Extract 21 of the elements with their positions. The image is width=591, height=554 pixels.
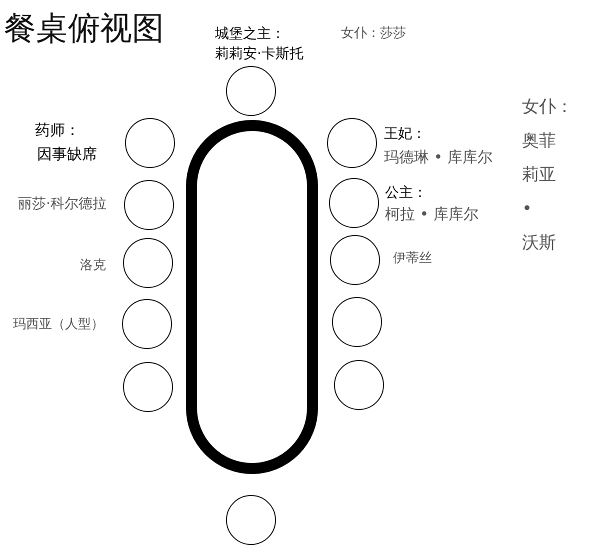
absence-note: 因事缺席	[37, 145, 97, 164]
dining-table	[186, 120, 318, 474]
chair-circle	[226, 495, 276, 545]
guest-name: 伊蒂丝	[393, 251, 432, 268]
guest-name: 奥菲莉亚 • 沃斯	[522, 130, 557, 255]
guest-name: 玛德琳 • 库库尔	[384, 148, 492, 167]
chair-circle	[123, 362, 173, 412]
role-label: 药师：	[35, 121, 80, 140]
role-label: 城堡之主：	[215, 26, 285, 44]
guest-name: 莉莉安·卡斯托	[215, 46, 304, 64]
guest-name: 洛克	[80, 258, 106, 274]
chair-circle	[332, 297, 382, 347]
guest-name: 丽莎·科尔德拉	[18, 196, 106, 214]
role-label: 王妃：	[384, 126, 426, 144]
role-label: 女仆：	[522, 96, 573, 119]
chair-circle	[334, 360, 384, 410]
guest-name: 柯拉 • 库库尔	[385, 205, 478, 224]
guest-name: 玛西亚（人型）	[13, 317, 104, 334]
maid-label: 女仆：莎莎	[341, 26, 406, 42]
role-label: 公主：	[385, 185, 427, 202]
title: 餐桌俯视图	[4, 8, 164, 48]
